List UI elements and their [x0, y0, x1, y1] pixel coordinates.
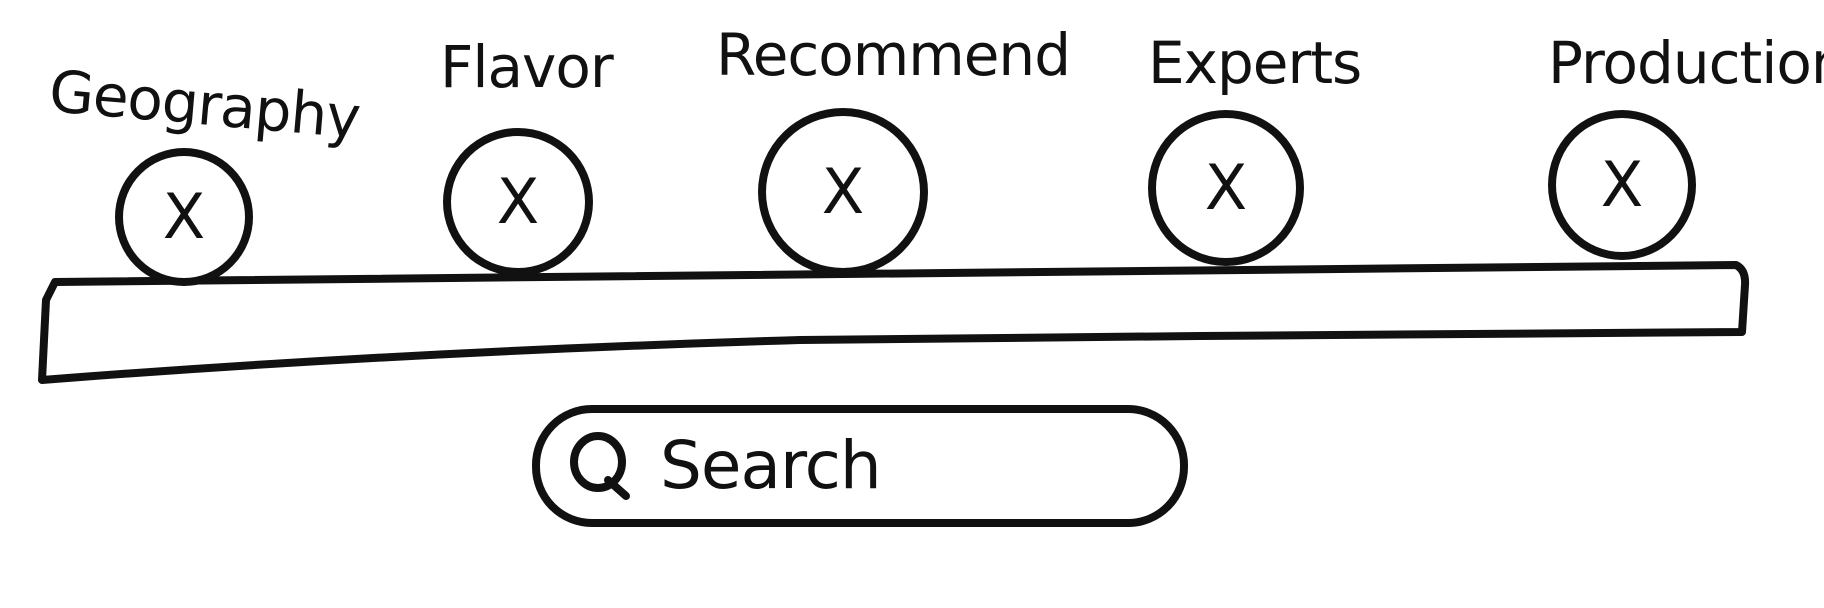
close-icon: X — [1600, 148, 1644, 221]
search-box[interactable]: Search — [532, 405, 1188, 527]
filter-button-experts[interactable]: X — [1148, 110, 1304, 266]
filter-button-recommend[interactable]: X — [758, 108, 928, 276]
filter-button-geography[interactable]: X — [115, 148, 253, 286]
filter-label-recommend: Recommend — [716, 21, 1071, 89]
filter-label-geography: Geography — [46, 57, 363, 152]
close-icon: X — [496, 165, 540, 238]
filter-label-flavor: Flavor — [440, 33, 614, 101]
close-icon: X — [821, 155, 865, 228]
filter-button-flavor[interactable]: X — [443, 128, 593, 276]
filter-label-experts: Experts — [1148, 29, 1362, 97]
search-icon — [570, 432, 630, 500]
close-icon: X — [162, 180, 206, 253]
filter-button-production[interactable]: X — [1548, 110, 1696, 260]
search-label: Search — [660, 427, 882, 504]
filter-label-production: Production — [1548, 29, 1824, 97]
close-icon: X — [1204, 151, 1248, 224]
